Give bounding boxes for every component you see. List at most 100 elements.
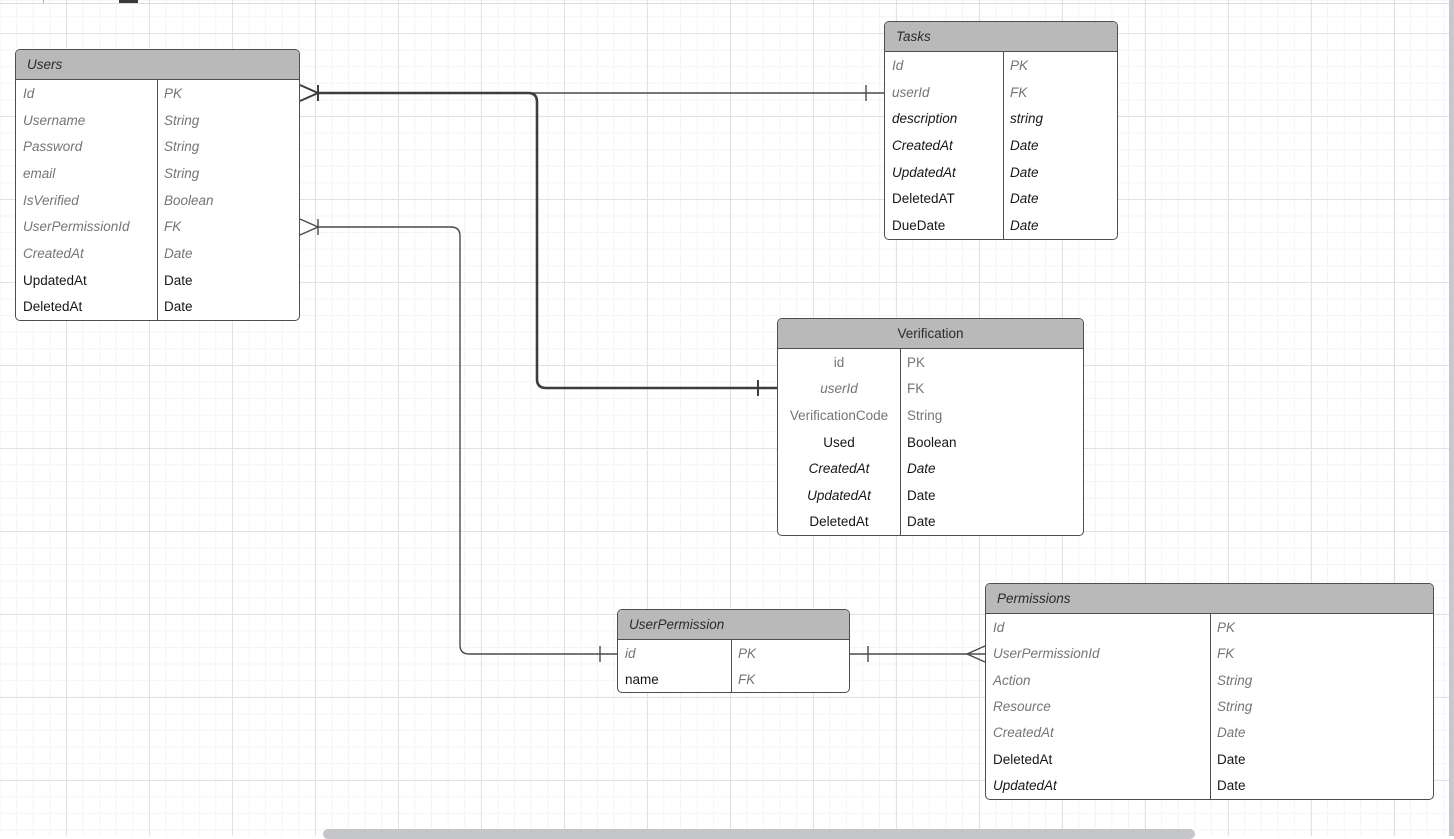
edge-users-verification[interactable] — [318, 91, 777, 390]
table-row: CreatedAt Date — [16, 240, 299, 267]
table-row: userId FK — [778, 375, 1083, 403]
entity-verification[interactable]: Verification id PK userId FK Verificatio… — [777, 318, 1084, 536]
field-name[interactable]: CreatedAt — [885, 132, 1004, 159]
field-name[interactable]: id — [778, 349, 901, 376]
entity-userpermission-title[interactable]: UserPermission — [618, 610, 849, 640]
field-name[interactable]: CreatedAt — [16, 240, 158, 267]
field-type[interactable]: String — [164, 112, 200, 128]
field-name[interactable]: CreatedAt — [778, 455, 901, 482]
field-type[interactable]: PK — [907, 354, 926, 370]
field-name[interactable]: userId — [778, 375, 901, 403]
entity-tasks-title[interactable]: Tasks — [885, 22, 1117, 52]
field-type[interactable]: Date — [1217, 751, 1246, 767]
field-name[interactable]: Used — [778, 428, 901, 456]
field-name[interactable]: UpdatedAt — [986, 772, 1211, 799]
field-type[interactable]: Boolean — [164, 192, 214, 208]
field-name[interactable]: DueDate — [885, 212, 1004, 240]
table-row: userId FK — [885, 78, 1117, 106]
field-type[interactable]: PK — [1010, 57, 1029, 73]
field-type[interactable]: Date — [164, 272, 193, 288]
field-type[interactable]: FK — [738, 671, 756, 687]
edge-permissions-crowfoot-marker — [965, 645, 986, 663]
field-type[interactable]: Date — [164, 245, 193, 261]
vertical-scrollbar[interactable] — [1449, 0, 1454, 836]
field-type[interactable]: PK — [738, 645, 757, 661]
field-type[interactable]: String — [1217, 698, 1253, 714]
field-type[interactable]: Date — [907, 514, 936, 530]
field-name[interactable]: Action — [986, 666, 1211, 694]
entity-tasks-body: Id PK userId FK description string Creat… — [885, 52, 1117, 240]
horizontal-scrollbar[interactable] — [323, 829, 1195, 839]
field-type[interactable]: Date — [1010, 218, 1039, 234]
field-name[interactable]: name — [618, 666, 732, 692]
field-type[interactable]: Date — [1217, 725, 1246, 741]
table-row: Id PK — [885, 52, 1117, 79]
table-row: email String — [16, 160, 299, 187]
field-name[interactable]: UserPermissionId — [16, 213, 158, 241]
field-type[interactable]: Date — [907, 487, 936, 503]
field-name[interactable]: email — [16, 160, 158, 187]
entity-users-title[interactable]: Users — [16, 50, 299, 80]
field-type[interactable]: String — [907, 407, 943, 423]
table-row: Username String — [16, 106, 299, 134]
field-name[interactable]: DeletedAT — [885, 185, 1004, 213]
entity-users[interactable]: Users Id PK Username String Password Str… — [15, 49, 300, 321]
field-name[interactable]: UpdatedAt — [778, 481, 901, 509]
table-row: description string — [885, 105, 1117, 133]
field-name[interactable]: CreatedAt — [986, 719, 1211, 747]
field-name[interactable]: userId — [885, 78, 1004, 106]
field-type[interactable]: PK — [1217, 619, 1236, 635]
field-type[interactable]: Date — [1010, 191, 1039, 207]
field-name[interactable]: id — [618, 640, 732, 666]
field-type[interactable]: String — [164, 139, 200, 155]
top-boundary-line — [0, 3, 1454, 4]
edge-users-id-crowfoot-marker — [299, 84, 321, 102]
field-type[interactable]: FK — [164, 219, 182, 235]
field-type[interactable]: string — [1010, 111, 1044, 127]
field-type[interactable]: String — [164, 165, 200, 181]
entity-permissions[interactable]: Permissions Id PK UserPermissionId FK Ac… — [985, 583, 1434, 800]
field-name[interactable]: Resource — [986, 693, 1211, 720]
field-type[interactable]: Date — [1010, 164, 1039, 180]
field-name[interactable]: UpdatedAt — [885, 158, 1004, 186]
table-row: UpdatedAt Date — [778, 481, 1083, 509]
table-row: name FK — [618, 666, 849, 692]
table-row: UserPermissionId FK — [986, 640, 1433, 667]
field-type[interactable]: String — [1217, 672, 1253, 688]
field-name[interactable]: DeletedAt — [778, 508, 901, 536]
table-row: UpdatedAt Date — [986, 772, 1433, 799]
entity-verification-title[interactable]: Verification — [778, 319, 1083, 349]
table-row: DeletedAt Date — [986, 746, 1433, 773]
field-name[interactable]: DeletedAt — [16, 293, 158, 321]
field-name[interactable]: VerificationCode — [778, 402, 901, 429]
table-row: Password String — [16, 133, 299, 161]
edge-users-userpermission[interactable] — [318, 226, 617, 655]
field-name[interactable]: Id — [986, 614, 1211, 641]
field-type[interactable]: Date — [164, 299, 193, 315]
field-name[interactable]: description — [885, 105, 1004, 133]
field-type[interactable]: Date — [1217, 778, 1246, 794]
field-name[interactable]: Id — [885, 52, 1004, 79]
table-row: Resource String — [986, 693, 1433, 720]
field-type[interactable]: FK — [1010, 84, 1028, 100]
entity-tasks[interactable]: Tasks Id PK userId FK description string… — [884, 21, 1118, 240]
field-type[interactable]: Date — [1010, 138, 1039, 154]
field-type[interactable]: Date — [907, 461, 936, 477]
field-name[interactable]: Id — [16, 80, 158, 107]
field-type[interactable]: PK — [164, 85, 183, 101]
entity-userpermission[interactable]: UserPermission id PK name FK — [617, 609, 850, 693]
field-type[interactable]: Boolean — [907, 434, 957, 450]
field-name[interactable]: DeletedAt — [986, 746, 1211, 773]
field-name[interactable]: UpdatedAt — [16, 266, 158, 294]
field-name[interactable]: IsVerified — [16, 186, 158, 214]
field-type[interactable]: FK — [1217, 646, 1235, 662]
field-name[interactable]: Username — [16, 106, 158, 134]
table-row: CreatedAt Date — [778, 455, 1083, 482]
field-name[interactable]: Password — [16, 133, 158, 161]
entity-permissions-title[interactable]: Permissions — [986, 584, 1433, 614]
field-type[interactable]: FK — [907, 381, 925, 397]
field-name[interactable]: UserPermissionId — [986, 640, 1211, 667]
table-row: UpdatedAt Date — [885, 158, 1117, 186]
